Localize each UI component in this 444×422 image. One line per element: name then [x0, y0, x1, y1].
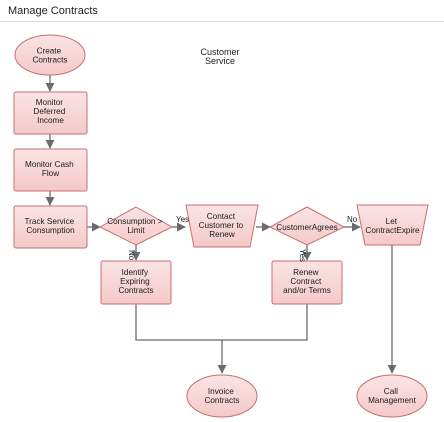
node-text-line: Track Service	[24, 217, 74, 226]
svg-text:Contact Customer to: Contact Customer to Renew	[199, 212, 246, 239]
edge-label-consumption-no: No	[127, 250, 136, 261]
node-contact-customer-to-renew[interactable]: Contact Customer to Renew	[185, 204, 259, 248]
node-text-line: and/or Terms	[283, 286, 331, 295]
swimlane-label: Customer Service	[180, 48, 260, 66]
svg-text:Let ContractExpire: Let ContractExpire	[365, 217, 420, 235]
swimlane-label-line-2: Service	[204, 56, 235, 66]
node-text-line: Renew	[209, 230, 235, 239]
node-text-line: ContractExpire	[365, 226, 420, 235]
node-text-line: Contact	[207, 212, 236, 221]
node-text-line: Customer to	[199, 221, 244, 230]
node-text-line: Limit	[127, 226, 145, 235]
node-text-line: Deferred	[33, 107, 65, 116]
edge-label-agrees-no: No	[347, 215, 358, 224]
node-customer-agrees-decision[interactable]: CustomerAgrees	[268, 206, 346, 246]
svg-text:Identify Expiring: Identify Expiring Contracts	[118, 268, 153, 295]
node-text-line: Management	[368, 396, 417, 405]
title-divider	[0, 21, 444, 22]
node-let-contract-expire[interactable]: Let ContractExpire	[356, 204, 429, 246]
node-text-line: Consumption >	[107, 217, 163, 226]
node-text-line: Flow	[42, 169, 59, 178]
node-text-line: Monitor	[36, 98, 64, 107]
node-track-service-consumption[interactable]: Track Service Consumption	[13, 205, 88, 249]
svg-text:Track Service Consum: Track Service Consumption	[24, 217, 76, 235]
svg-text:Call Management: Call Management	[368, 387, 417, 405]
node-text-line: Contracts	[32, 56, 67, 65]
edge-label-consumption-yes: Yes	[176, 215, 189, 224]
svg-text:Create Contracts: Create Contracts	[32, 47, 67, 65]
svg-text:Monitor Cash Flow: Monitor Cash Flow	[25, 160, 76, 178]
edge-identify-to-invoice	[135, 304, 222, 341]
nodes: Create Contracts Monitor Deferred Income…	[13, 34, 429, 418]
node-text-line: CustomerAgrees	[276, 223, 337, 232]
node-consumption-limit-decision[interactable]: Consumption > Limit	[98, 206, 174, 246]
node-text-line: Renew	[293, 268, 319, 277]
node-call-management[interactable]: Call Management	[356, 374, 428, 418]
node-renew-contract-terms[interactable]: Renew Contract and/or Terms	[271, 260, 343, 305]
node-invoice-contracts[interactable]: Invoice Contracts	[186, 374, 258, 418]
node-text-line: Invoice	[208, 387, 234, 396]
node-text-line: Income	[37, 116, 64, 125]
node-identify-expiring-contracts[interactable]: Identify Expiring Contracts	[100, 260, 172, 305]
edge-label-agrees-yes: Yes	[298, 249, 307, 262]
svg-text:Renew Contract: Renew Contract and/or Terms	[283, 268, 331, 295]
node-text-line: Let	[386, 217, 398, 226]
node-text-line: Identify	[122, 268, 149, 277]
svg-text:Invoice Contracts: Invoice Contracts	[204, 387, 239, 405]
node-monitor-cash-flow[interactable]: Monitor Cash Flow	[13, 148, 88, 192]
node-text-line: Call	[384, 387, 398, 396]
node-text-line: Contracts	[204, 396, 239, 405]
node-monitor-deferred-income[interactable]: Monitor Deferred Income	[13, 91, 88, 135]
svg-text:Monitor Deferred: Monitor Deferred Income	[33, 98, 67, 125]
node-text-line: Create	[37, 47, 62, 56]
svg-text:Consumption > Limit: Consumption > Limit	[107, 217, 165, 235]
node-text-line: Monitor Cash	[25, 160, 74, 169]
page-title: Manage Contracts	[8, 5, 98, 17]
svg-text:CustomerAgrees: CustomerAgrees	[276, 223, 337, 232]
node-text-line: Expiring	[120, 277, 150, 286]
edge-renew-to-invoice	[222, 304, 308, 341]
connectors	[45, 75, 397, 374]
node-text-line: Consumption	[26, 226, 75, 235]
node-create-contracts[interactable]: Create Contracts	[14, 34, 86, 76]
node-text-line: Contracts	[118, 286, 153, 295]
swimlane-label-line-1: Customer	[200, 47, 240, 57]
edge-labels: Yes No No Yes	[127, 215, 358, 262]
node-text-line: Contract	[290, 277, 322, 286]
